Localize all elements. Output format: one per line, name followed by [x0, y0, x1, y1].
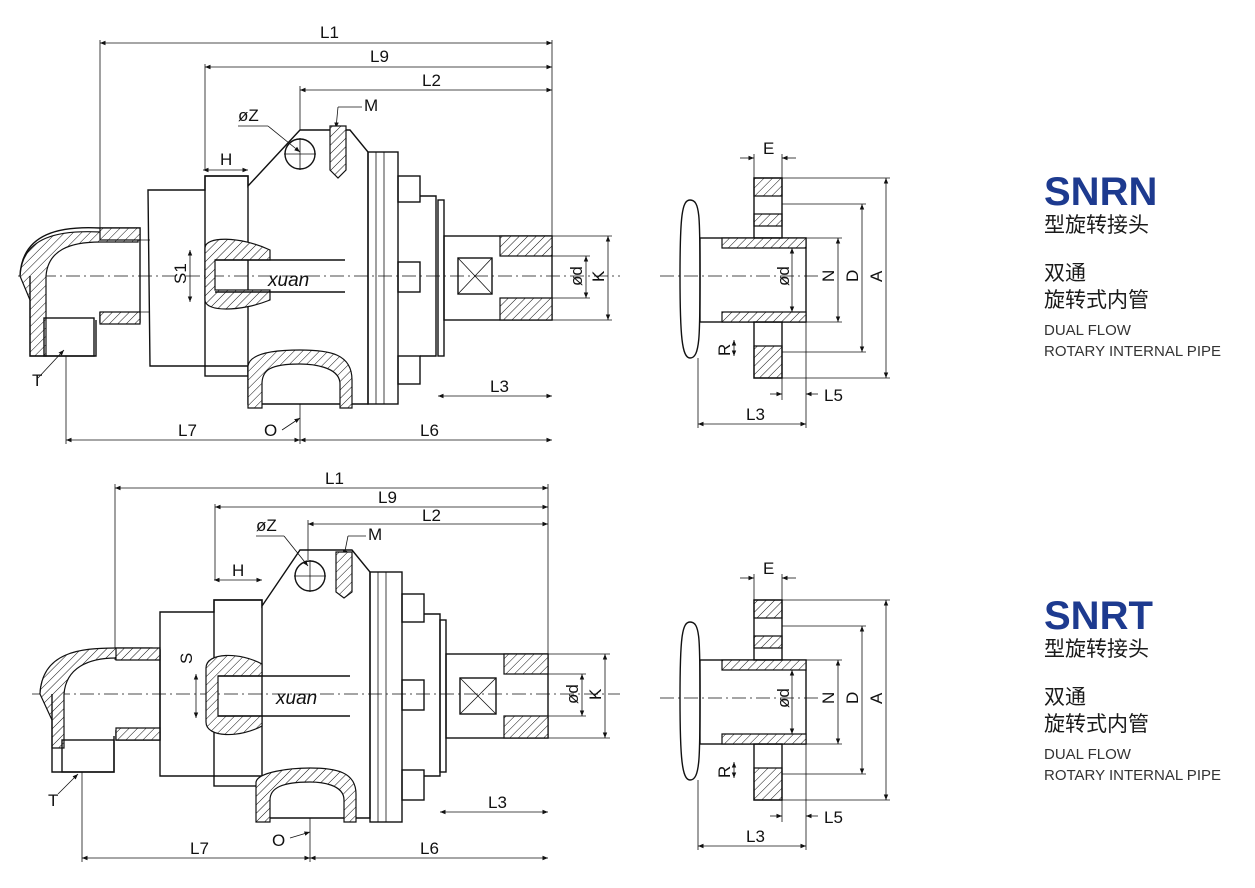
desc-en-line2: ROTARY INTERNAL PIPE	[1044, 767, 1221, 784]
type-label-cn: 型旋转接头	[1044, 637, 1149, 661]
dim-l6: L6	[420, 421, 439, 440]
dim-l1: L1	[325, 469, 344, 488]
dim-k: K	[589, 270, 608, 282]
side-dim-r: R	[715, 766, 734, 778]
snrt-side-view: E ød N D A R L5 L3	[660, 559, 890, 850]
dim-l3: L3	[488, 793, 507, 812]
dim-m: M	[364, 96, 378, 115]
dim-d: ød	[567, 266, 586, 286]
bolt	[397, 261, 421, 293]
side-dim-a: A	[867, 692, 886, 704]
side-dim-d-small: ød	[774, 266, 793, 286]
side-dim-d-small: ød	[774, 688, 793, 708]
product-label-snrt: SNRT 型旋转接头 双通 旋转式内管 DUAL FLOW ROTARY INT…	[1044, 596, 1244, 786]
desc-cn-line1: 双通	[1044, 685, 1086, 709]
side-dim-l3: L3	[746, 827, 765, 846]
side-dim-n: N	[819, 692, 838, 704]
dim-k: K	[586, 688, 605, 700]
type-label-cn: 型旋转接头	[1044, 213, 1149, 237]
product-label-snrn: SNRN 型旋转接头 双通 旋转式内管 DUAL FLOW ROTARY INT…	[1044, 172, 1244, 362]
dim-l2: L2	[422, 71, 441, 90]
side-dim-r: R	[715, 344, 734, 356]
dim-o: O	[264, 421, 277, 440]
dim-l7: L7	[190, 839, 209, 858]
dim-t: T	[32, 371, 42, 390]
dim-l6: L6	[420, 839, 439, 858]
side-dim-d-large: D	[843, 270, 862, 282]
dim-m: M	[368, 525, 382, 544]
side-dim-d-large: D	[843, 692, 862, 704]
dim-s: S1	[171, 263, 190, 284]
desc-en-line1: DUAL FLOW	[1044, 322, 1131, 339]
dim-d: ød	[563, 684, 582, 704]
dim-s: S	[177, 653, 196, 664]
snrt-main-view: L1 L9 L2 øZ M H xuan S	[32, 469, 620, 862]
snrn-side-view: E ød N D A R L5 L3	[660, 139, 890, 428]
dim-t: T	[48, 791, 58, 810]
bolt	[397, 175, 421, 203]
wrench-flat	[457, 257, 493, 295]
desc-cn-line1: 双通	[1044, 261, 1086, 285]
dim-l7: L7	[178, 421, 197, 440]
dim-l2: L2	[422, 506, 441, 525]
port-m	[329, 125, 347, 179]
desc-cn-line2: 旋转式内管	[1044, 712, 1149, 736]
model-title: SNRN	[1044, 170, 1158, 214]
desc-en-line2: ROTARY INTERNAL PIPE	[1044, 343, 1221, 360]
elbow-wall	[19, 231, 139, 357]
dim-l3: L3	[490, 377, 509, 396]
dim-z: øZ	[256, 516, 277, 535]
model-title: SNRT	[1044, 594, 1153, 638]
side-dim-l5: L5	[824, 386, 843, 405]
side-dim-e: E	[763, 139, 774, 158]
port-o	[247, 349, 353, 409]
bolt	[397, 355, 421, 385]
side-dim-l3: L3	[746, 405, 765, 424]
side-dim-l5: L5	[824, 808, 843, 827]
side-dim-a: A	[867, 270, 886, 282]
dim-l9: L9	[370, 47, 389, 66]
dim-o: O	[272, 831, 285, 850]
dim-h: H	[220, 150, 232, 169]
dim-l1: L1	[320, 23, 339, 42]
side-dim-e: E	[763, 559, 774, 578]
desc-cn-line2: 旋转式内管	[1044, 288, 1149, 312]
brand-mark: xuan	[267, 270, 309, 291]
desc-en-line1: DUAL FLOW	[1044, 746, 1131, 763]
dim-z: øZ	[238, 106, 259, 125]
brand-mark: xuan	[275, 688, 317, 709]
dim-h: H	[232, 561, 244, 580]
snrn-main-view: L1 L9 L2 øZ M H	[18, 23, 620, 444]
inner-pipe-head	[204, 238, 271, 310]
side-dim-n: N	[819, 270, 838, 282]
dim-l9: L9	[378, 488, 397, 507]
